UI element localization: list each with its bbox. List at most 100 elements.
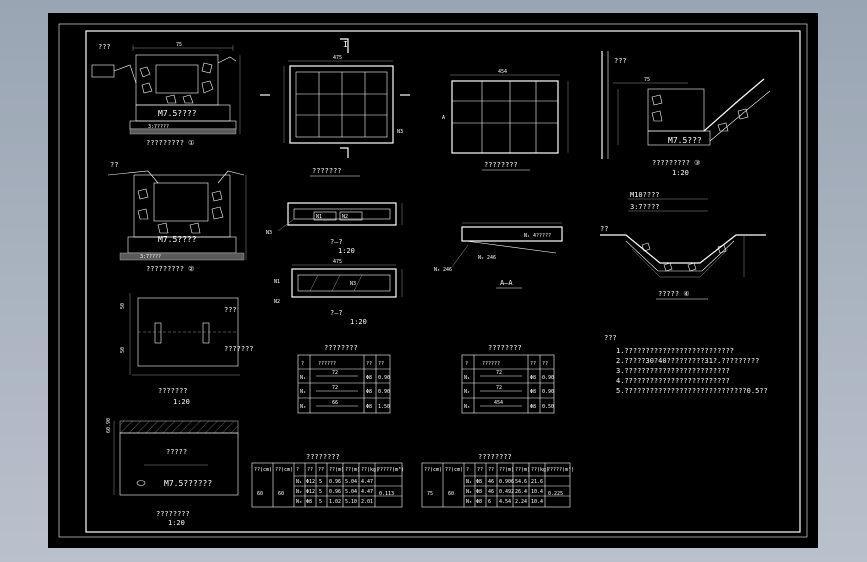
view-1-section: 75 ??? M7.5???? 3:7???? ????????? ① — [91, 42, 241, 147]
rebar1-r1c0: N₂ — [300, 389, 306, 395]
qty2-title: ???????? — [478, 453, 512, 461]
v4-title: ???????? — [156, 510, 190, 518]
rebar-table-1: ???????? ? ?????? ?? ?? N₁ 72 Φ8 0.90 N₂… — [297, 344, 391, 414]
view-7-slope-section: ??? 75 M7.5??? ????????? ③ 1:20 — [601, 51, 771, 177]
rebar2-r0c1: 72 — [496, 370, 502, 376]
qty2-r2c5: 4.54 — [499, 499, 511, 505]
qty2-h2: ? — [466, 467, 469, 473]
qty1-h3: ?? — [307, 467, 313, 473]
v3-title: ??????? — [158, 387, 188, 395]
v8-n3-label: N3 — [266, 230, 272, 236]
rebar2-r2c1: 454 — [494, 400, 503, 406]
qty1-r0c8: 0.113 — [379, 491, 394, 497]
rebar1-r0c0: N₁ — [300, 375, 306, 381]
qty1-r1c3: Φ12 — [306, 489, 315, 495]
v11-title: ????? ④ — [658, 290, 690, 298]
qty1-r0c6: 5.04 — [345, 479, 357, 485]
notes-heading: ??? — [604, 334, 617, 342]
rebar2-r1c2: Φ8 — [530, 389, 536, 395]
qty1-h6: ??(m) — [345, 467, 360, 473]
v3-ref-label: ??? — [224, 306, 237, 314]
v7-mortar-label: M7.5??? — [668, 136, 702, 145]
qty1-h1: ??(cm) — [275, 467, 293, 473]
qty1-r0c2: N₁ — [296, 479, 302, 485]
rebar2-r1c3: 0.90 — [542, 389, 554, 395]
rebar2-h2: ?? — [530, 361, 536, 367]
qty1-h8: ?????(m³) — [377, 467, 404, 473]
qty1-h7: ??(kg) — [361, 467, 379, 473]
qty2-r2c4: 6 — [488, 499, 491, 505]
qty2-h8: ?????(m³) — [547, 467, 574, 473]
rebar1-h1: ?????? — [318, 361, 336, 367]
v1-dim-top: 75 — [176, 42, 182, 48]
qty1-r1c7: 4.47 — [361, 489, 373, 495]
view-8-section-i: N1 N2 N3 ?—? 1:20 — [266, 202, 403, 255]
v3-scale: 1:20 — [173, 398, 190, 406]
rebar1-h3: ?? — [378, 361, 384, 367]
qty2-h1: ??(cm) — [445, 467, 463, 473]
qty1-r1c6: 5.04 — [345, 489, 357, 495]
v7-scale: 1:20 — [672, 169, 689, 177]
v6-title: ???????? — [484, 161, 518, 169]
qty1-h2: ? — [296, 467, 299, 473]
note-1: 1.?????????????????????????? — [616, 347, 734, 355]
note-2: 2.?????30?40?????????31?.????????? — [616, 357, 759, 365]
v8-n1-label: N1 — [316, 214, 322, 220]
v5-title: ??????? — [312, 167, 342, 175]
qty2-r0c3: Φ8 — [476, 479, 482, 485]
rebar1-r2c2: Φ8 — [366, 404, 372, 410]
rebar2-r2c0: N₃ — [464, 404, 470, 410]
v4-scale: 1:20 — [168, 519, 185, 527]
qty2-r1c3: Φ8 — [476, 489, 482, 495]
v10-n2-label: N₂ 246 — [478, 255, 496, 261]
qty2-r2c6: 2.24 — [515, 499, 527, 505]
v4-fill-label: ????? — [166, 448, 187, 456]
v4-dim: 60.90 — [106, 418, 112, 433]
v9-title: ?—? — [330, 309, 343, 317]
v10-title: A—A — [500, 279, 513, 287]
qty1-h5: ??(m) — [329, 467, 344, 473]
rebar1-title: ???????? — [324, 344, 358, 352]
rebar1-r2c0: N₃ — [300, 404, 306, 410]
qty2-r0c4: 46 — [488, 479, 494, 485]
v9-n3-label: N3 — [350, 281, 356, 287]
v8-scale: 1:20 — [338, 247, 355, 255]
qty2-r0c2: N₁ — [466, 479, 472, 485]
qty2-r1c5: 0.492 — [499, 489, 514, 495]
qty2-r2c7: 10.4 — [531, 499, 543, 505]
v2-ref-label: ?? — [110, 161, 118, 169]
quantity-table-1: ???????? ??(cm) ??(cm) ? ?? ?? ??(m) ??(… — [251, 453, 404, 508]
rebar2-h1: ?????? — [482, 361, 500, 367]
v9-n2-label: N2 — [274, 299, 280, 305]
rebar2-r0c2: Φ8 — [530, 375, 536, 381]
qty1-h4: ?? — [318, 467, 324, 473]
note-4: 4.????????????????????????? — [616, 377, 730, 385]
qty2-h5: ??(m) — [499, 467, 514, 473]
qty2-r0c6: 54.6 — [515, 479, 527, 485]
qty1-title: ???????? — [306, 453, 340, 461]
v10-n1-label: N₁ 4????? — [524, 233, 551, 239]
v5-dim-top: 475 — [333, 55, 342, 61]
inner-frame — [85, 30, 801, 533]
rebar1-r1c1: 72 — [332, 385, 338, 391]
qty1-r0c3: Φ12 — [306, 479, 315, 485]
qty1-h0: ??(cm) — [254, 467, 272, 473]
qty2-h0: ??(cm) — [424, 467, 442, 473]
qty1-r0c5: 0.96 — [329, 479, 341, 485]
view-5-plate-plan: I 475 N3 ??????? — [260, 38, 410, 177]
v6-mark-a-left: A — [442, 115, 445, 121]
view-3-plan: 50 50 ??? ??????? ??????? 1:20 — [120, 293, 254, 406]
qty1-r2c3: Φ8 — [306, 499, 312, 505]
v1-cushion-label: 3:7???? — [148, 124, 169, 130]
drawing-sheet: 75 ??? M7.5???? 3:7???? ????????? ① ?? — [48, 13, 818, 548]
qty2-r0c0: 75 — [427, 491, 433, 497]
qty2-r1c7: 10.4 — [531, 489, 543, 495]
rebar2-r1c0: N₂ — [464, 389, 470, 395]
v9-scale: 1:20 — [350, 318, 367, 326]
qty2-r0c5: 0.906 — [499, 479, 514, 485]
v2-title: ????????? ② — [146, 265, 194, 273]
rebar2-r2c3: 0.50 — [542, 404, 554, 410]
qty1-r1c5: 0.96 — [329, 489, 341, 495]
rebar2-h3: ?? — [542, 361, 548, 367]
v3-dim-a: 50 — [120, 303, 126, 309]
